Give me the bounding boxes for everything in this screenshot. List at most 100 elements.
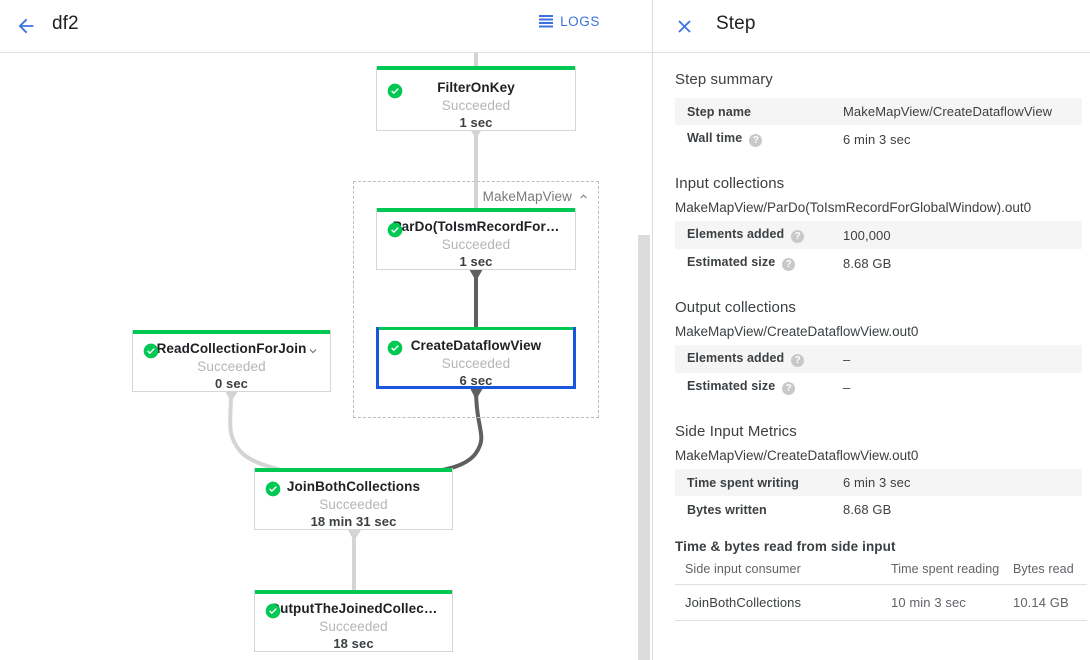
node-name: CreateDataflowView — [410, 338, 542, 353]
row-key: Step name — [675, 98, 843, 125]
row-key: Bytes written — [675, 496, 843, 523]
page-title: df2 — [52, 13, 79, 34]
row-key-label: Estimated size — [687, 379, 776, 393]
output-collection-name: MakeMapView/CreateDataflowView.out0 — [675, 324, 919, 339]
close-icon[interactable] — [667, 9, 701, 43]
row-key: Elements added? — [675, 221, 843, 249]
section-heading-input-collections: Input collections — [675, 175, 785, 192]
column-header-bytes-read[interactable]: Bytes read — [1003, 556, 1087, 585]
node-status: Succeeded — [441, 356, 511, 371]
step-panel-header: Step — [653, 0, 1090, 53]
job-graph-pane: df2 LOGS — [0, 0, 653, 660]
node-status-bar — [377, 66, 575, 70]
row-value: MakeMapView/CreateDataflowView — [843, 98, 1082, 125]
graph-scrollbar-track[interactable] — [638, 53, 651, 660]
row-value: 8.68 GB — [843, 255, 892, 271]
help-icon[interactable]: ? — [791, 230, 805, 243]
node-duration: 1 sec — [459, 254, 493, 269]
graph-scrollbar-thumb[interactable] — [638, 235, 650, 660]
row-value: 100,000 — [843, 221, 1082, 249]
row-key-label: Estimated size — [687, 255, 776, 269]
back-arrow-icon[interactable] — [8, 8, 44, 44]
graph-node-output-the-joined-collection[interactable]: OutputTheJoinedCollec… Succeeded 18 sec — [254, 590, 453, 652]
node-status-bar — [255, 590, 452, 594]
graph-node-pardo-toismrecord[interactable]: ParDo(ToIsmRecordFor… Succeeded 1 sec — [376, 208, 576, 270]
chevron-up-icon — [580, 194, 587, 199]
row-key: Estimated size? — [675, 373, 843, 401]
table-row: Wall time? 6 min 3 sec — [675, 125, 1082, 153]
node-duration: 18 sec — [333, 636, 374, 651]
node-name: FilterOnKey — [437, 80, 515, 95]
node-status-bar — [255, 468, 452, 472]
graph-node-read-collection-for-join[interactable]: ReadCollectionForJoin Succeeded 0 sec — [132, 330, 331, 392]
row-key: Time spent writing — [675, 469, 843, 496]
input-collections-table: Elements added? 100,000 Estimated size? … — [675, 221, 1082, 277]
node-status: Succeeded — [441, 237, 511, 252]
row-key: Wall time? — [675, 125, 843, 153]
section-heading-step-summary: Step summary — [675, 71, 773, 88]
node-duration: 18 min 31 sec — [310, 514, 397, 529]
table-row: Elements added? 100,000 — [675, 221, 1082, 249]
check-circle-icon — [387, 222, 403, 238]
row-key: Estimated size? — [675, 249, 843, 277]
section-heading-side-input-metrics: Side Input Metrics — [675, 423, 797, 440]
help-icon[interactable]: ? — [782, 258, 796, 271]
job-graph-header: df2 LOGS — [0, 0, 652, 53]
graph-node-filter-on-key[interactable]: FilterOnKey Succeeded 1 sec — [376, 66, 576, 131]
graph-node-join-both-collections[interactable]: JoinBothCollections Succeeded 18 min 31 … — [254, 468, 453, 530]
node-status-bar — [133, 330, 330, 334]
table-row: Step name MakeMapView/CreateDataflowView — [675, 98, 1082, 125]
row-value: 6 min 3 sec — [843, 131, 911, 147]
side-input-collection-name: MakeMapView/CreateDataflowView.out0 — [675, 448, 919, 463]
side-input-metrics-table: Time spent writing 6 min 3 sec Bytes wri… — [675, 469, 1082, 523]
row-value: 6 min 3 sec — [843, 469, 1082, 496]
input-collection-name: MakeMapView/ParDo(ToIsmRecordForGlobalWi… — [675, 200, 1032, 215]
side-input-read-table: Side input consumer Time spent reading B… — [675, 556, 1087, 621]
node-status: Succeeded — [441, 98, 511, 113]
row-key: Elements added? — [675, 345, 843, 373]
step-panel-title: Step — [716, 13, 756, 34]
row-key-label: Step name — [687, 104, 752, 119]
node-status: Succeeded — [319, 619, 388, 634]
help-icon[interactable]: ? — [782, 382, 796, 395]
check-circle-icon — [143, 343, 159, 359]
group-label: MakeMapView — [482, 189, 572, 204]
column-header-time-spent-reading[interactable]: Time spent reading — [881, 556, 1003, 585]
logs-button[interactable]: LOGS — [538, 13, 600, 29]
node-duration: 0 sec — [214, 376, 249, 391]
table-header-row: Side input consumer Time spent reading B… — [675, 556, 1087, 585]
node-duration: 6 sec — [459, 373, 493, 388]
help-icon[interactable]: ? — [791, 354, 805, 367]
cell-bytes-read: 10.14 GB — [1003, 584, 1087, 621]
cell-side-input-consumer: JoinBothCollections — [675, 584, 881, 621]
table-row: Bytes written 8.68 GB — [675, 496, 1082, 523]
table-row: Estimated size? – — [675, 373, 1082, 401]
check-circle-icon — [387, 83, 403, 99]
check-circle-icon — [265, 603, 281, 619]
node-status-bar — [377, 208, 575, 212]
graph-node-create-dataflow-view[interactable]: CreateDataflowView Succeeded 6 sec — [376, 327, 576, 389]
row-value: – — [843, 379, 851, 395]
row-key-label: Elements added — [687, 351, 785, 365]
group-collapse-toggle[interactable]: MakeMapView — [483, 189, 590, 204]
table-row: Estimated size? 8.68 GB — [675, 249, 1082, 277]
node-status: Succeeded — [319, 497, 388, 512]
node-status: Succeeded — [197, 359, 266, 374]
check-circle-icon — [387, 340, 403, 356]
help-icon[interactable]: ? — [749, 134, 763, 147]
table-row[interactable]: JoinBothCollections 10 min 3 sec 10.14 G… — [675, 584, 1087, 621]
row-value: – — [843, 345, 1082, 373]
step-details-pane: Step Step summary Step name MakeMapView/… — [653, 0, 1090, 660]
logs-label: LOGS — [560, 13, 600, 29]
chevron-down-icon[interactable] — [306, 344, 320, 358]
node-status-bar — [379, 327, 573, 330]
step-panel-body: Step summary Step name MakeMapView/Creat… — [653, 53, 1090, 659]
section-heading-output-collections: Output collections — [675, 299, 797, 316]
row-key-label: Wall time — [687, 131, 743, 145]
section-heading-side-input-read: Time & bytes read from side input — [675, 539, 896, 554]
column-header-side-input-consumer[interactable]: Side input consumer — [675, 556, 881, 585]
composite-group-makemapview[interactable]: MakeMapView — [353, 181, 599, 418]
job-graph-canvas[interactable]: MakeMapView FilterOnKey Succeeded 1 — [0, 53, 652, 660]
node-name: ReadCollectionForJoin — [156, 341, 307, 356]
